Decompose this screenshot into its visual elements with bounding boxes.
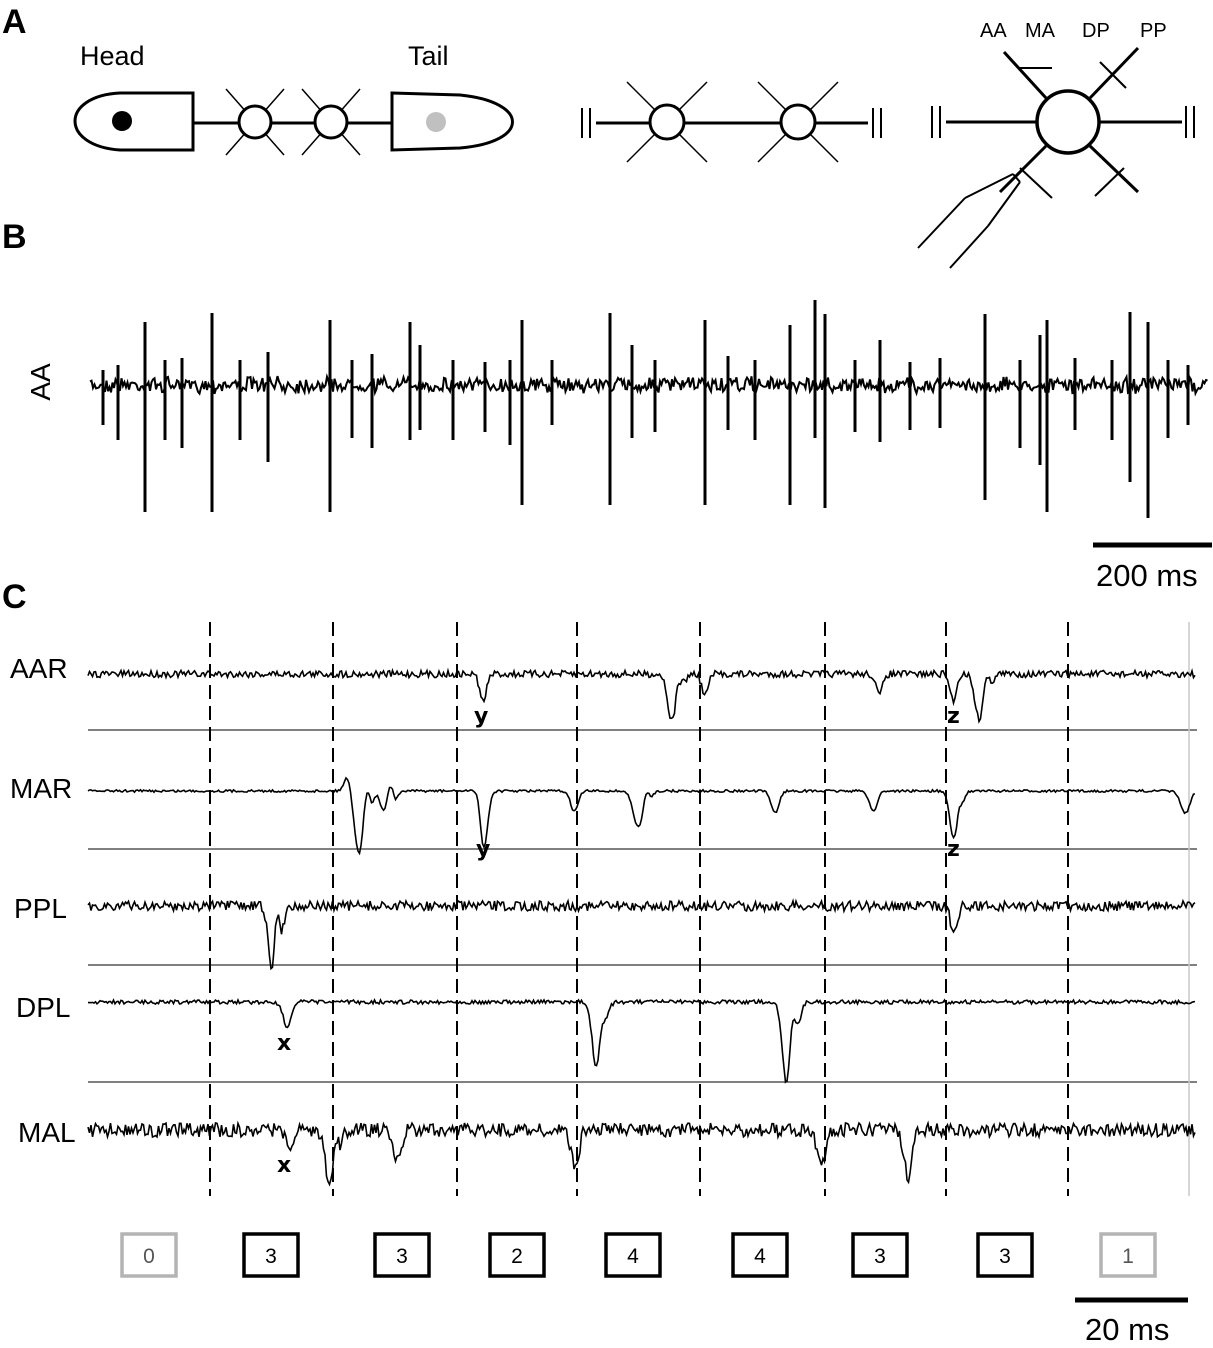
mal-trace xyxy=(87,1120,1196,1187)
count-value-8: 1 xyxy=(1122,1245,1134,1268)
count-value-3: 2 xyxy=(511,1245,523,1268)
ganglion-2 xyxy=(301,88,361,156)
aa-extracellular-trace xyxy=(89,300,1208,518)
scale-label-20ms: 20 ms xyxy=(1085,1312,1169,1347)
ganglion-1 xyxy=(225,88,285,156)
ppl-trace xyxy=(87,898,1196,971)
channel-label-mal: MAL xyxy=(18,1117,76,1148)
scale-label-200ms: 200 ms xyxy=(1096,558,1198,593)
marker-z-mar: z xyxy=(947,837,960,862)
channel-label-ppl: PPL xyxy=(14,893,67,924)
count-box-0 xyxy=(120,1232,178,1278)
dpl-trace xyxy=(88,997,1196,1084)
count-box-1 xyxy=(242,1232,300,1278)
head-segment xyxy=(73,91,195,152)
tail-label: Tail xyxy=(408,41,449,71)
count-value-6: 3 xyxy=(874,1245,886,1268)
panel-c-traces xyxy=(87,667,1196,1187)
ganglion-5 xyxy=(1035,89,1101,155)
tail-dot xyxy=(426,112,446,132)
nerve-label-aa: AA xyxy=(980,20,1007,42)
ganglion-4 xyxy=(757,81,839,163)
tail-segment xyxy=(390,91,514,152)
mar-trace xyxy=(87,776,1196,856)
aar-trace xyxy=(87,667,1196,724)
panel-a-letter: A xyxy=(2,3,27,41)
head-label: Head xyxy=(80,41,145,71)
window-count-boxes: 0 3 3 2 4 4 3 3 1 xyxy=(120,1232,1157,1278)
marker-x-mal: x xyxy=(277,1153,291,1178)
head-dot xyxy=(112,111,132,131)
leech-chain-diagram: Head Tail xyxy=(73,41,514,156)
nerve-label-ma: MA xyxy=(1025,20,1056,42)
count-value-5: 4 xyxy=(754,1245,766,1268)
count-value-2: 3 xyxy=(396,1245,408,1268)
marker-z-aar: z xyxy=(947,704,960,729)
suction-electrode-icon xyxy=(917,173,1021,269)
count-box-3 xyxy=(488,1232,546,1278)
count-box-5 xyxy=(731,1232,789,1278)
panel-c-letter: C xyxy=(2,578,27,616)
channel-label-dpl: DPL xyxy=(16,992,70,1023)
marker-y-mar: y xyxy=(476,837,490,862)
time-window-dividers xyxy=(209,622,1190,1196)
count-box-6 xyxy=(851,1232,909,1278)
marker-x-dpl: x xyxy=(277,1031,291,1056)
channel-label-aa: AA xyxy=(25,363,56,401)
count-box-8 xyxy=(1099,1232,1157,1278)
channel-label-aar: AAR xyxy=(10,653,68,684)
marker-y-aar: y xyxy=(474,704,488,729)
count-box-4 xyxy=(604,1232,662,1278)
isolated-chain-diagram xyxy=(581,81,882,163)
count-value-0: 0 xyxy=(143,1245,155,1268)
ganglion-3 xyxy=(626,81,708,163)
count-value-4: 4 xyxy=(627,1245,639,1268)
single-ganglion-diagram: AA MA DP PP xyxy=(917,20,1195,269)
panel-b-letter: B xyxy=(2,218,27,256)
count-value-1: 3 xyxy=(265,1245,277,1268)
count-box-7 xyxy=(976,1232,1034,1278)
nerve-label-pp: PP xyxy=(1140,20,1167,42)
nerve-label-dp: DP xyxy=(1082,20,1110,42)
channel-label-mar: MAR xyxy=(10,773,72,804)
count-value-7: 3 xyxy=(999,1245,1011,1268)
count-box-2 xyxy=(373,1232,431,1278)
